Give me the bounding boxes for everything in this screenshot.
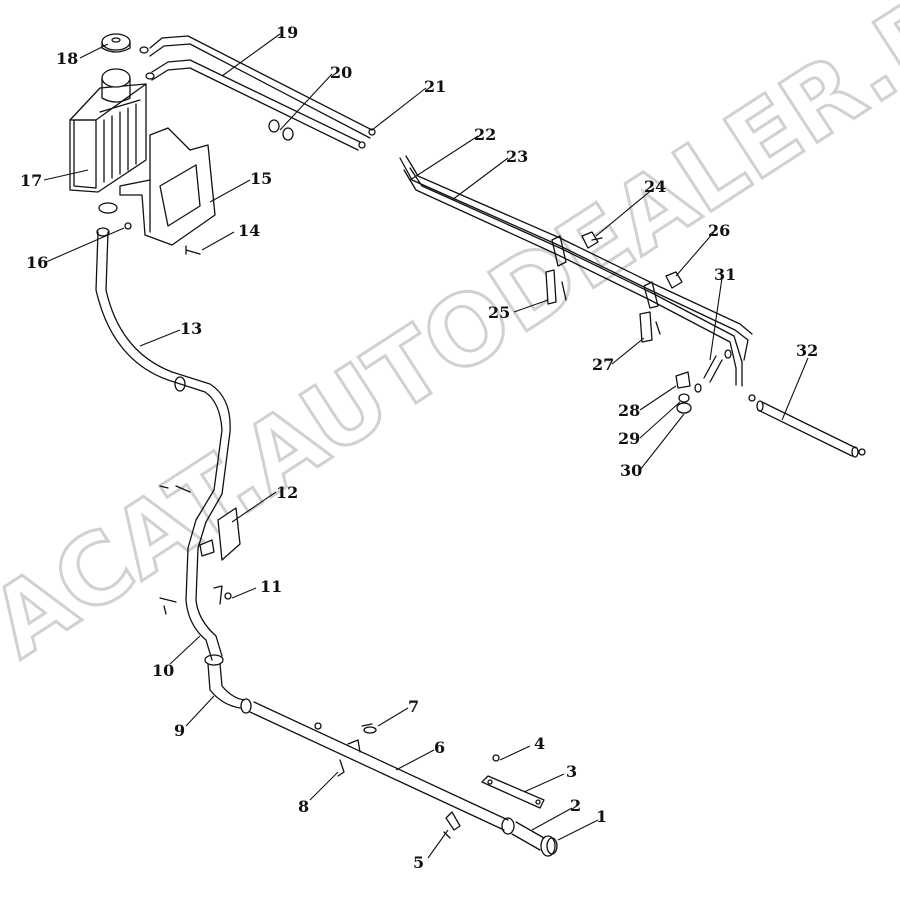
end-fittings	[501, 817, 558, 857]
clamp-5	[443, 811, 461, 839]
callout-6: 6	[434, 738, 445, 757]
callout-1: 1	[596, 807, 607, 826]
expansion-tank	[69, 68, 147, 193]
callout-4: 4	[534, 734, 545, 753]
callout-10: 10	[152, 661, 174, 680]
callout-32: 32	[796, 341, 818, 360]
upper-pipes	[139, 35, 376, 151]
callout-3: 3	[566, 762, 577, 781]
callout-30: 30	[620, 461, 642, 480]
callout-labels: 1 2 3 4 5 6 7 8 9 10 11 12 13 14 15 16 1…	[20, 23, 818, 872]
callout-20: 20	[330, 63, 352, 82]
tank-bracket	[119, 127, 216, 246]
callout-28: 28	[618, 401, 640, 420]
hose-10	[159, 547, 232, 661]
callout-31: 31	[714, 265, 736, 284]
callout-17: 17	[20, 171, 42, 190]
callout-14: 14	[238, 221, 260, 240]
callout-19: 19	[276, 23, 298, 42]
callout-13: 13	[180, 319, 202, 338]
callout-8: 8	[298, 797, 309, 816]
filler-cap	[101, 33, 131, 53]
callout-25: 25	[488, 303, 510, 322]
bracket-25	[545, 269, 567, 305]
callout-29: 29	[618, 429, 640, 448]
callout-23: 23	[506, 147, 528, 166]
strap-3	[481, 754, 545, 809]
valve-26	[665, 271, 683, 289]
leader-lines	[43, 33, 809, 859]
main-pipe-6	[249, 701, 509, 831]
callout-22: 22	[474, 125, 496, 144]
callout-27: 27	[592, 355, 614, 374]
hose-clamps-20	[268, 119, 294, 141]
bracket-12	[159, 485, 241, 561]
long-pipes-22-23	[399, 155, 753, 387]
fittings-28-31	[675, 355, 723, 414]
bolt-14	[185, 245, 201, 255]
callout-12: 12	[276, 483, 298, 502]
callout-26: 26	[708, 221, 730, 240]
callout-16: 16	[26, 253, 48, 272]
valve-24	[581, 231, 603, 249]
callout-2: 2	[570, 796, 581, 815]
hose-13	[95, 202, 231, 549]
rod-32	[748, 394, 866, 458]
callout-11: 11	[260, 577, 282, 596]
hose-9	[204, 654, 252, 714]
callout-7: 7	[408, 697, 419, 716]
bracket-27	[639, 311, 661, 343]
callout-9: 9	[174, 721, 185, 740]
callout-24: 24	[644, 177, 666, 196]
callout-21: 21	[424, 77, 446, 96]
callout-18: 18	[56, 49, 78, 68]
callout-5: 5	[413, 853, 424, 872]
callout-15: 15	[250, 169, 272, 188]
